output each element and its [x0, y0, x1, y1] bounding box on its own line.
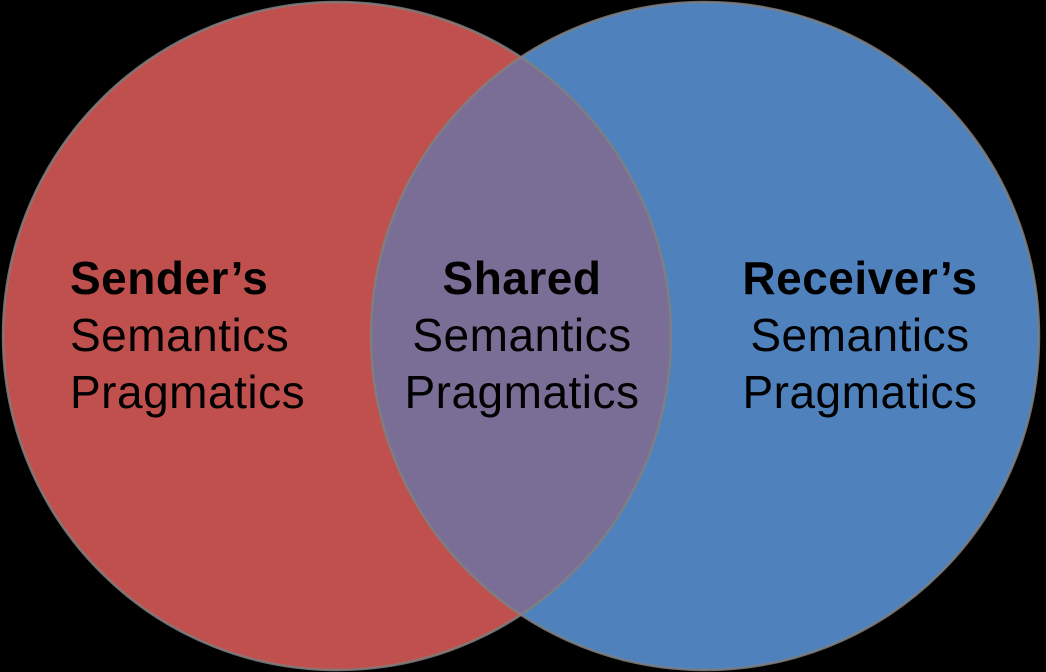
sender-circle-outline: [1, 0, 673, 672]
sender-title: Sender’s: [70, 252, 269, 304]
shared-title: Shared: [442, 252, 602, 304]
receiver-item-pragmatics: Pragmatics: [742, 366, 978, 418]
receiver-item-semantics: Semantics: [750, 309, 970, 361]
receiver-circle-outline: [369, 0, 1041, 672]
sender-item-semantics: Semantics: [70, 309, 290, 361]
shared-item-semantics: Semantics: [412, 309, 632, 361]
shared-label: Shared Semantics Pragmatics: [404, 250, 639, 421]
sender-item-pragmatics: Pragmatics: [70, 366, 306, 418]
overlap-region: [371, 2, 671, 670]
sender-label: Sender’s Semantics Pragmatics: [70, 250, 305, 421]
receiver-title: Receiver’s: [742, 252, 978, 304]
receiver-label: Receiver’s Semantics Pragmatics: [742, 250, 977, 421]
shared-item-pragmatics: Pragmatics: [404, 366, 640, 418]
